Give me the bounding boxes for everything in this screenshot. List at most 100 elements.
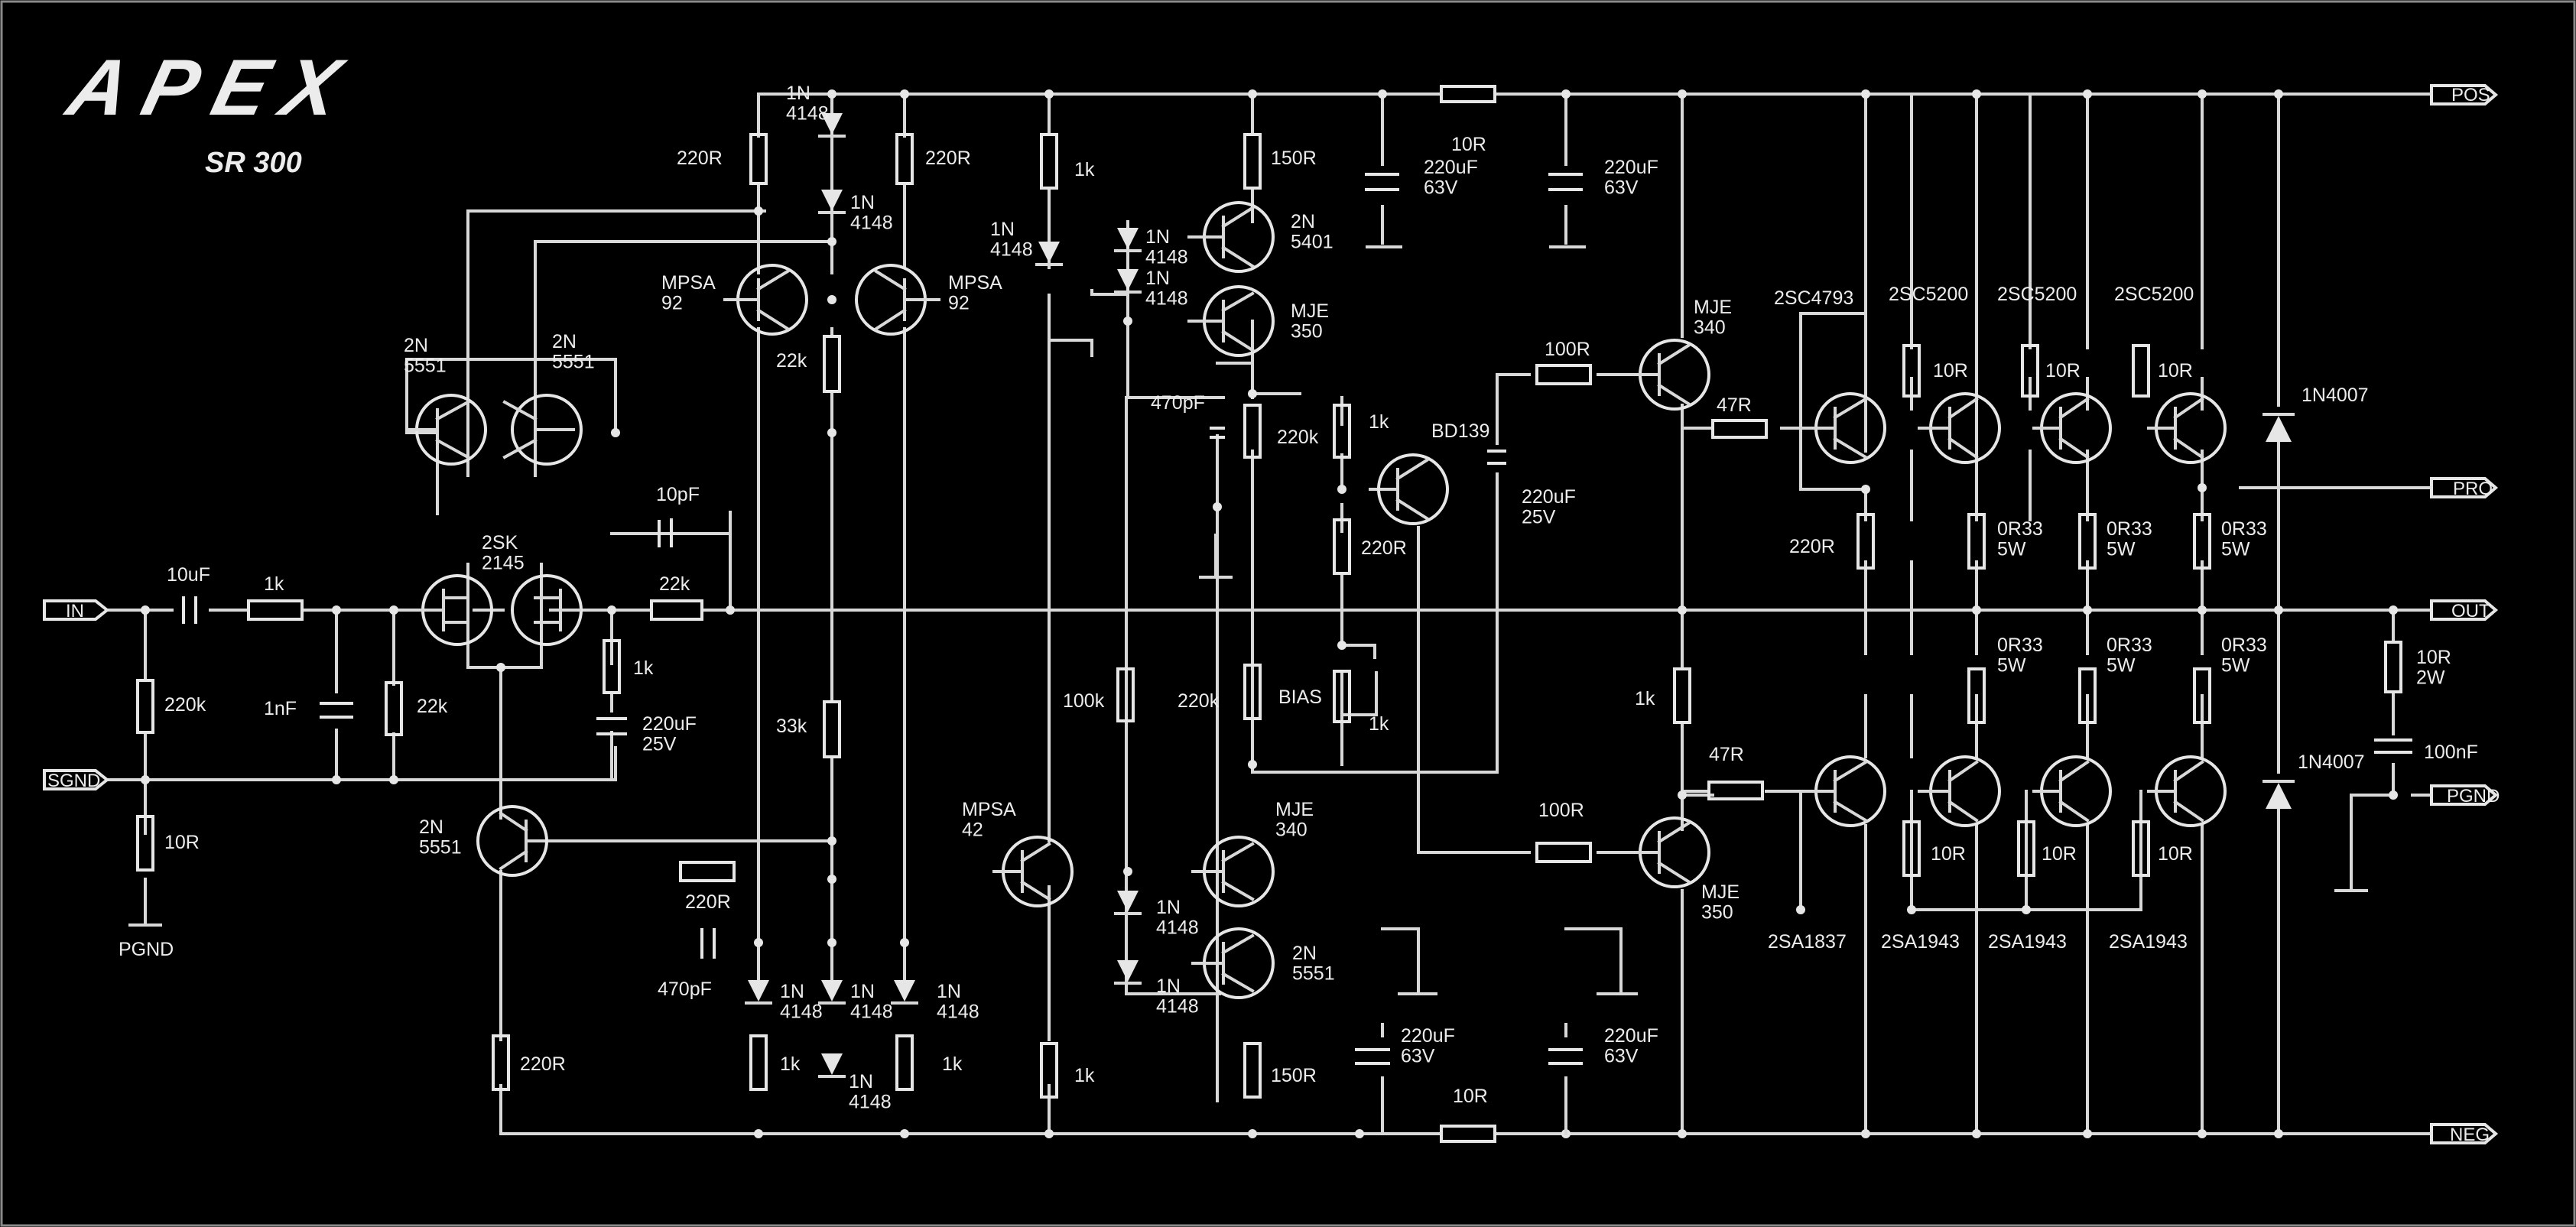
label-q-bd139: BD139 <box>1431 420 1489 442</box>
label-r-220r-d: 220R <box>685 891 731 913</box>
port-in-label: IN <box>66 601 84 622</box>
junctions <box>141 89 2398 1138</box>
transistor-mpsa92-a <box>723 264 808 336</box>
transistor-2sc5200-a <box>1918 392 2001 464</box>
transistor-2n5551-a <box>405 394 487 466</box>
transistor-2sa1943-a <box>1918 755 2001 827</box>
label-r-22k-a: 22k <box>776 350 807 372</box>
resistor-10r-2w <box>2384 641 2402 693</box>
port-sgnd: SGND <box>43 769 110 791</box>
diode-1n4148-a <box>821 113 843 135</box>
diode-1n4007-a <box>2266 416 2292 442</box>
port-pos-label: POS <box>2451 85 2490 105</box>
label-r-150r-a: 150R <box>1271 148 1317 169</box>
label-r-10r-a: 10R <box>1933 360 1968 381</box>
label-r-10r-g: 10R <box>2158 843 2193 865</box>
resistor-1k-f <box>1673 667 1691 724</box>
label-r-150r-b: 150R <box>1271 1065 1317 1086</box>
cap-220uf-f <box>1548 1048 1583 1065</box>
label-r-1k-g: 1k <box>780 1053 801 1075</box>
resistor-10r-bot <box>1440 1125 1496 1143</box>
transistor-mje350-a <box>1187 285 1275 357</box>
diode-1n4148-e <box>1117 269 1139 291</box>
resistor-220k-b <box>136 679 154 734</box>
label-r-1k-a: 1k <box>1074 159 1095 180</box>
label-bias: BIAS <box>1278 687 1322 708</box>
diode-1n4148-d <box>1117 228 1139 249</box>
resistor-220k-a <box>1243 404 1262 459</box>
model-text: SR 300 <box>205 147 302 179</box>
transistor-2sc4793 <box>1811 392 1886 464</box>
cap-10pf <box>658 520 673 547</box>
label-r-220r-a: 220R <box>677 148 723 169</box>
label-r-1k-h: 1k <box>942 1053 963 1075</box>
port-pgnd-label: PGND <box>2447 786 2500 807</box>
bias-pot <box>1333 670 1351 723</box>
label-r-220r-c: 220R <box>1361 537 1407 559</box>
port-sgnd-label: SGND <box>47 771 100 791</box>
transistor-2sk2145-a <box>411 574 493 646</box>
resistor-22k-b <box>650 599 703 621</box>
label-r-47r-a: 47R <box>1717 394 1752 416</box>
resistor-100r-b <box>1535 842 1592 863</box>
resistor-0r33-c <box>2193 513 2211 570</box>
label-r-10r-top: 10R <box>1451 134 1486 155</box>
transistor-2n5551-c <box>476 805 548 877</box>
diode-1n4148-j <box>894 980 915 1001</box>
label-r-1k-c: 1k <box>264 573 284 595</box>
transistor-2sa1943-c <box>2147 755 2227 827</box>
label-r-10r-e: 10R <box>1931 843 1966 865</box>
label-pgnd: PGND <box>119 939 174 960</box>
resistor-0r33-d <box>1967 667 1986 724</box>
label-c-470pf-b: 470pF <box>658 979 712 1000</box>
diode-1n4148-g <box>1117 960 1139 982</box>
label-r-22k-b: 22k <box>659 573 690 595</box>
resistor-33k <box>823 700 841 758</box>
port-out-label: OUT <box>2451 601 2490 622</box>
label-r-220r-e: 220R <box>1789 536 1835 557</box>
label-r-1k-b: 1k <box>1369 411 1389 433</box>
port-neg-label: NEG <box>2450 1125 2490 1145</box>
label-q-2sa1943-b: 2SA1943 <box>1988 931 2067 953</box>
label-r-100k: 100k <box>1063 690 1105 712</box>
cap-220uf-d <box>596 717 627 735</box>
transistor-mje340-b <box>1191 836 1275 907</box>
resistor-220r-d <box>492 1034 510 1091</box>
label-d-1n4007-a: 1N4007 <box>2302 385 2369 406</box>
resistor-10r-a <box>1902 344 1921 398</box>
transistor-mpsa92-b <box>855 264 940 336</box>
label-r-33k: 33k <box>776 716 807 737</box>
diode-1n4007-b <box>2266 783 2292 809</box>
label-c-470pf-a: 470pF <box>1151 392 1205 414</box>
resistor-100r-a <box>1535 364 1592 385</box>
label-q-2sc5200-a: 2SC5200 <box>1889 284 1968 305</box>
diode-1n4148-k <box>821 1053 843 1075</box>
port-pro: PRO <box>2430 477 2499 499</box>
resistor-0r33-e <box>2078 667 2097 724</box>
resistor-1k-b <box>1333 404 1351 459</box>
port-neg: NEG <box>2430 1123 2499 1145</box>
label-r-1k-d: 1k <box>633 657 654 679</box>
resistor-220r-fb <box>679 861 736 882</box>
label-r-10r-d: 10R <box>164 832 200 853</box>
label-r-100r-a: 100R <box>1545 339 1590 360</box>
transistor-2sa1943-b <box>2032 755 2112 827</box>
transistor-mje340-a <box>1627 339 1710 411</box>
